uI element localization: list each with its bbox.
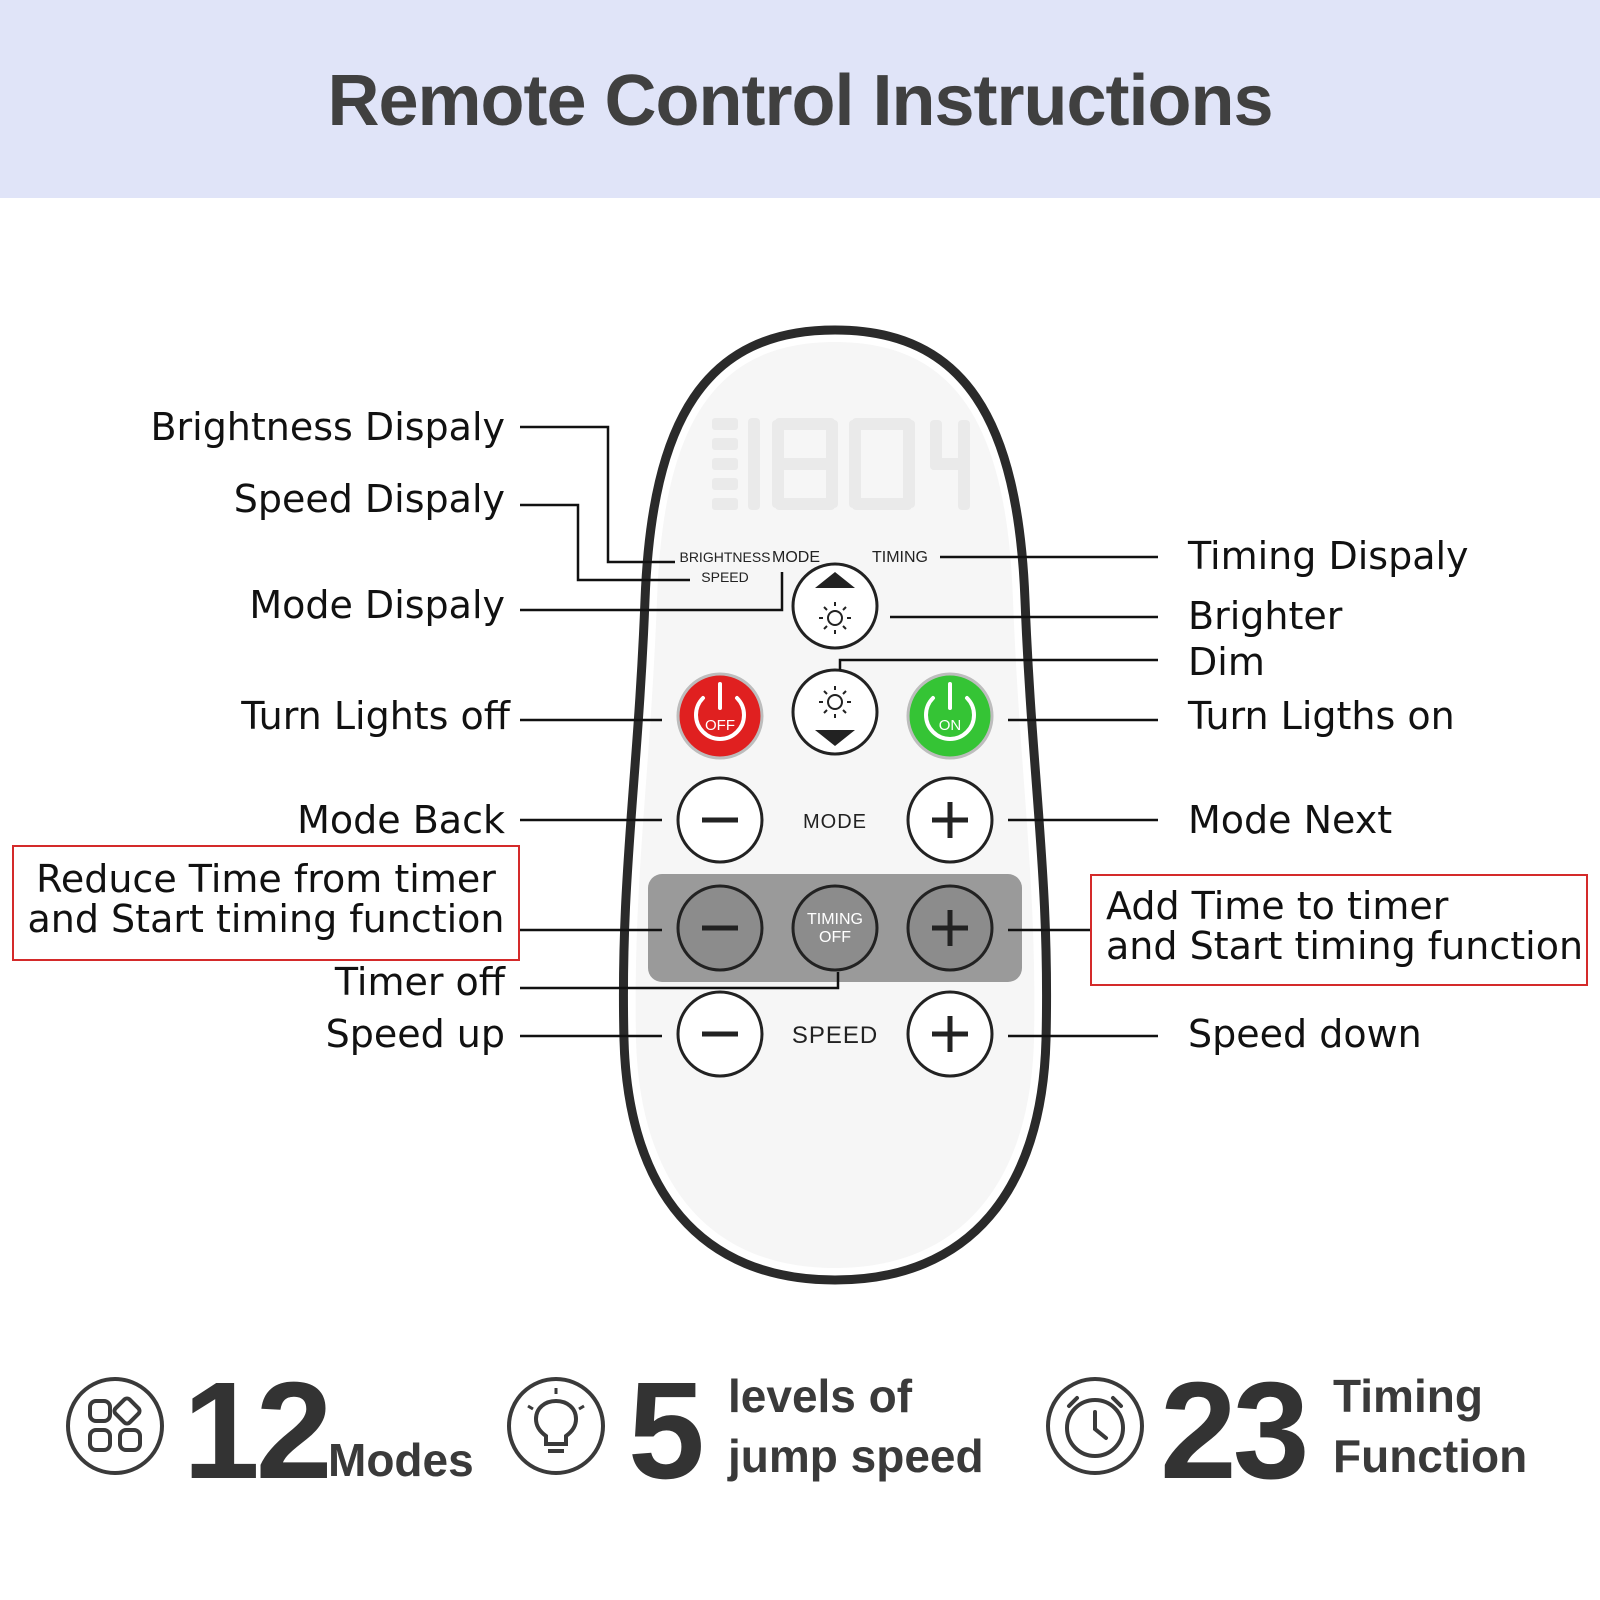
- power-on-icon: [924, 696, 976, 741]
- feature-modes-number: 12: [183, 1354, 332, 1508]
- label-brightness-display: Brightness Dispaly: [150, 405, 505, 449]
- speed-row-label: SPEED: [792, 1022, 878, 1049]
- feature-speed-text-1: levels of: [728, 1370, 913, 1422]
- plus-icon: [932, 910, 968, 946]
- label-speed-display: Speed Dispaly: [233, 477, 505, 521]
- off-button-label: OFF: [705, 717, 735, 734]
- label-add-time-2: and Start timing function: [1106, 924, 1584, 968]
- sun-icon: [819, 602, 851, 634]
- label-mode-display: Mode Dispaly: [249, 583, 505, 627]
- label-turn-lights-off: Turn Lights off: [241, 694, 510, 738]
- speed-up-button[interactable]: [676, 990, 764, 1078]
- modes-icon: [66, 1377, 164, 1475]
- brighter-button[interactable]: [791, 562, 879, 650]
- callout-add-time: Add Time to timer and Start timing funct…: [1090, 874, 1588, 986]
- timing-off-label-1: TIMING: [807, 911, 863, 928]
- label-dim: Dim: [1188, 640, 1265, 684]
- label-timing-display: Timing Dispaly: [1188, 534, 1469, 578]
- feature-speed-text-2: jump speed: [728, 1430, 984, 1482]
- label-mode-next: Mode Next: [1188, 798, 1393, 842]
- sun-dim-icon: [819, 686, 851, 718]
- label-speed-down: Speed down: [1188, 1012, 1422, 1056]
- digit-display: [712, 418, 970, 510]
- feature-modes-text: Modes: [328, 1434, 474, 1486]
- feature-speed-number: 5: [628, 1354, 705, 1508]
- timer-plus-button[interactable]: [906, 884, 994, 972]
- label-timer-off: Timer off: [334, 960, 505, 1004]
- power-icon: [694, 696, 746, 741]
- off-button[interactable]: OFF: [676, 672, 764, 760]
- label-reduce-time-1: Reduce Time from timer: [36, 857, 496, 901]
- lightbulb-icon: [507, 1377, 605, 1475]
- feature-timing-text-2: Function: [1333, 1430, 1528, 1482]
- clock-icon: [1046, 1377, 1144, 1475]
- feature-timing-number: 23: [1160, 1354, 1309, 1508]
- mode-next-button[interactable]: [906, 776, 994, 864]
- header-banner: [0, 0, 1600, 198]
- plus-icon: [932, 802, 968, 838]
- plus-icon: [932, 1016, 968, 1052]
- mode-row-label: MODE: [803, 811, 867, 833]
- display-label-timing: TIMING: [872, 549, 928, 566]
- page-title: Remote Control Instructions: [327, 61, 1273, 141]
- mode-back-button[interactable]: [676, 776, 764, 864]
- timing-off-button[interactable]: TIMING OFF: [791, 884, 879, 972]
- timing-off-label-2: OFF: [819, 929, 851, 946]
- on-button-label: ON: [939, 717, 962, 734]
- feature-timing-text-1: Timing: [1333, 1370, 1483, 1422]
- label-brighter: Brighter: [1188, 594, 1343, 638]
- label-speed-up: Speed up: [325, 1012, 505, 1056]
- label-reduce-time-2: and Start timing function: [27, 897, 505, 941]
- leader-lines: [520, 425, 1158, 1038]
- dim-button[interactable]: [791, 668, 879, 756]
- label-add-time-1: Add Time to timer: [1106, 884, 1449, 928]
- speed-down-button[interactable]: [906, 990, 994, 1078]
- display-label-mode: MODE: [772, 549, 820, 566]
- display-label-speed: SPEED: [701, 569, 748, 585]
- callout-reduce-time: Reduce Time from timer and Start timing …: [12, 845, 520, 961]
- timer-minus-button[interactable]: [676, 884, 764, 972]
- display-label-brightness: BRIGHTNESS: [679, 549, 770, 565]
- on-button[interactable]: ON: [906, 672, 994, 760]
- label-turn-lights-on: Turn Ligths on: [1188, 694, 1455, 738]
- label-mode-back: Mode Back: [297, 798, 505, 842]
